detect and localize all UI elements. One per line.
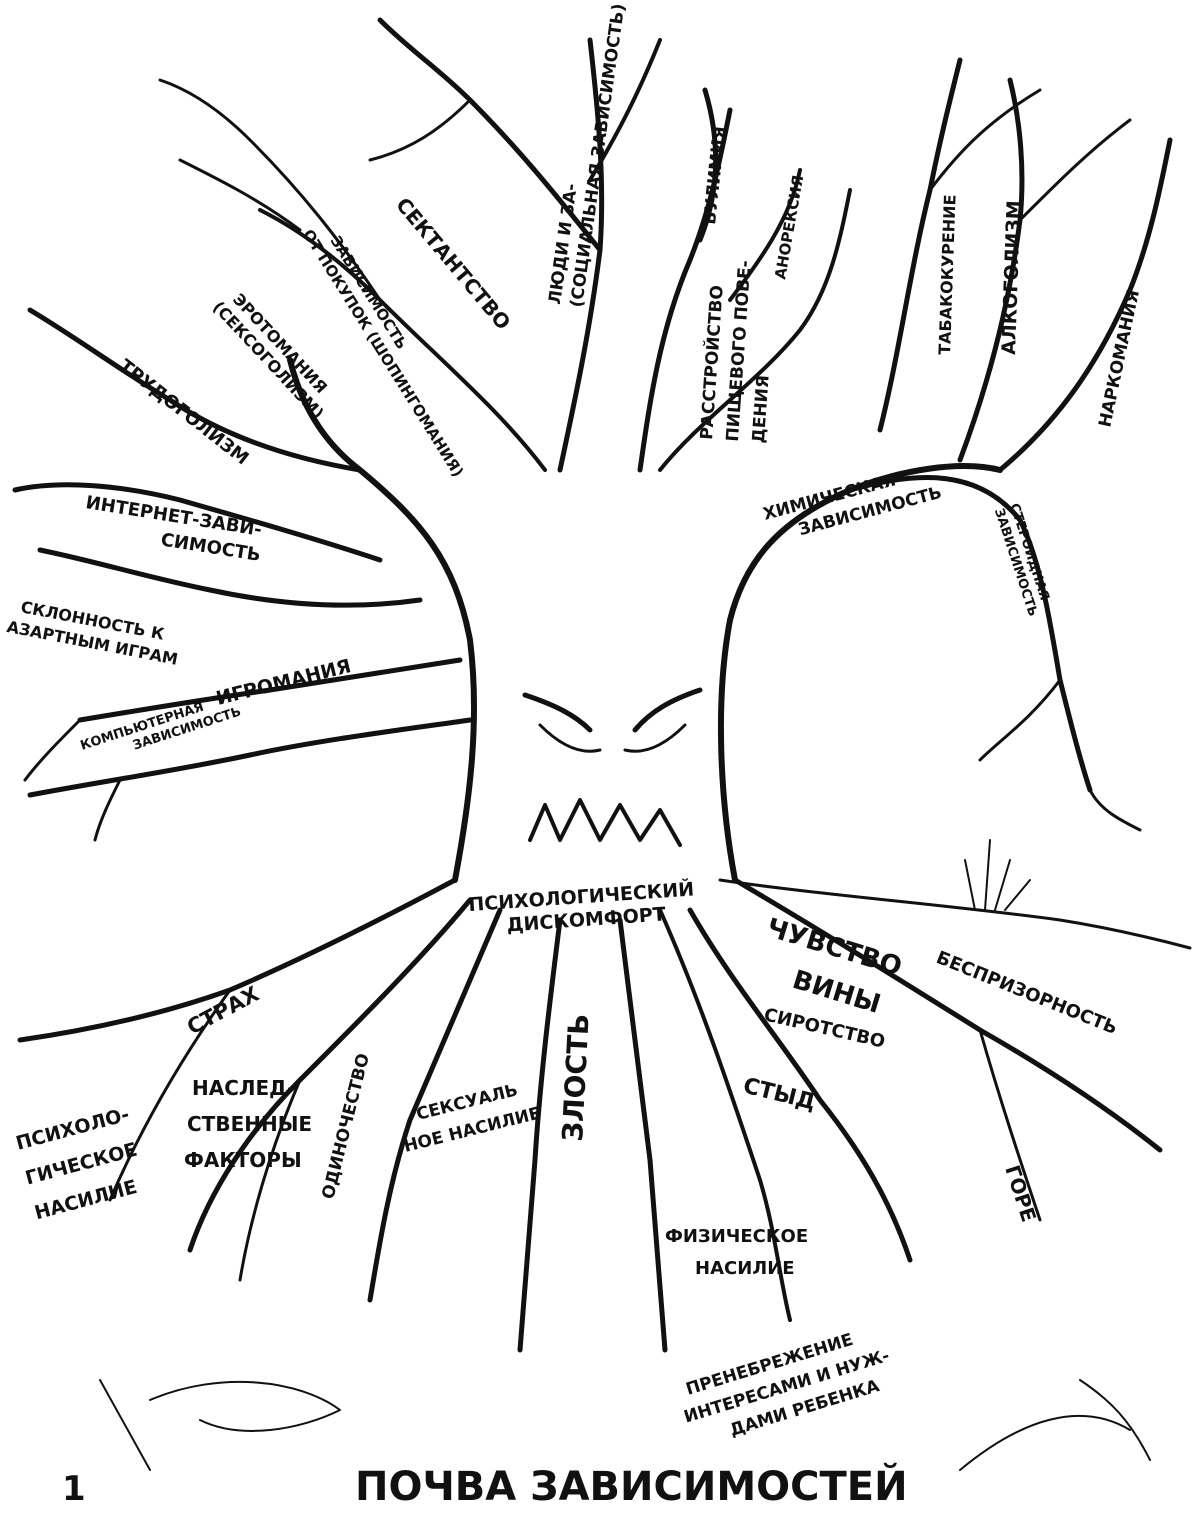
root-psychological-violence: ПСИХОЛО- ГИЧЕСКОЕ НАСИЛИЕ [14,1102,157,1225]
root-physical-violence: ФИЗИЧЕСКОЕ НАСИЛИЕ [665,1226,814,1279]
branch-internet: ИНТЕРНЕТ-ЗАВИ- СИМОСТЬ [80,492,269,566]
page-title: ПОЧВА ЗАВИСИМОСТЕЙ [355,1462,908,1510]
branch-steroid: СТЕРОИДНАЯ ЗАВИСИМОСТЬ [991,502,1055,619]
root-sexual-violence: СЕКСУАЛЬ НОЕ НАСИЛИЕ [395,1076,543,1157]
branch-erotomania: ЭРОТОМАНИЯ (СЕКСОГОЛИЗМ) [209,284,342,423]
root-anger: ЗЛОСТЬ [556,1013,596,1143]
root-neglect: ПРЕНЕБРЕЖЕНИЕ ИНТЕРЕСАМИ И НУЖ- ДАМИ РЕБ… [674,1319,905,1452]
branch-workaholism: ТРУДОГОЛИЗМ [115,355,253,469]
page-number: 1 [62,1469,86,1509]
root-loneliness: ОДИНОЧЕСТВО [318,1051,374,1201]
branch-eating-disorder: РАССТРОЙСТВО ПИЩЕВОГО ПОВЕ- ДЕНИЯ [695,252,782,444]
branch-social: ЛЮДИ И ЗА- (СОЦИАЛЬНАЯ ЗАВИСИМОСТЬ) [545,0,629,309]
branch-alcohol: АЛКОГОЛИЗМ [998,200,1025,355]
root-homelessness: БЕСПРИЗОРНОСТЬ [933,947,1120,1039]
branch-bulimia: БУЛИМИЯ [700,125,730,225]
branch-gambling: СКЛОННОСТЬ К АЗАРТНЫМ ИГРАМ [5,595,183,668]
branch-narcomania: НАРКОМАНИЯ [1095,288,1144,429]
root-grief: ГОРЕ [1000,1162,1041,1225]
branch-sectantstvo: СЕКТАНТСТВО [391,193,515,335]
branch-anorexia: АНОРЕКСИЯ [771,174,807,281]
branch-tobacco: ТАБАКОКУРЕНИЕ [935,194,960,355]
root-heredity: НАСЛЕД- СТВЕННЫЕ ФАКТОРЫ [184,1076,319,1172]
